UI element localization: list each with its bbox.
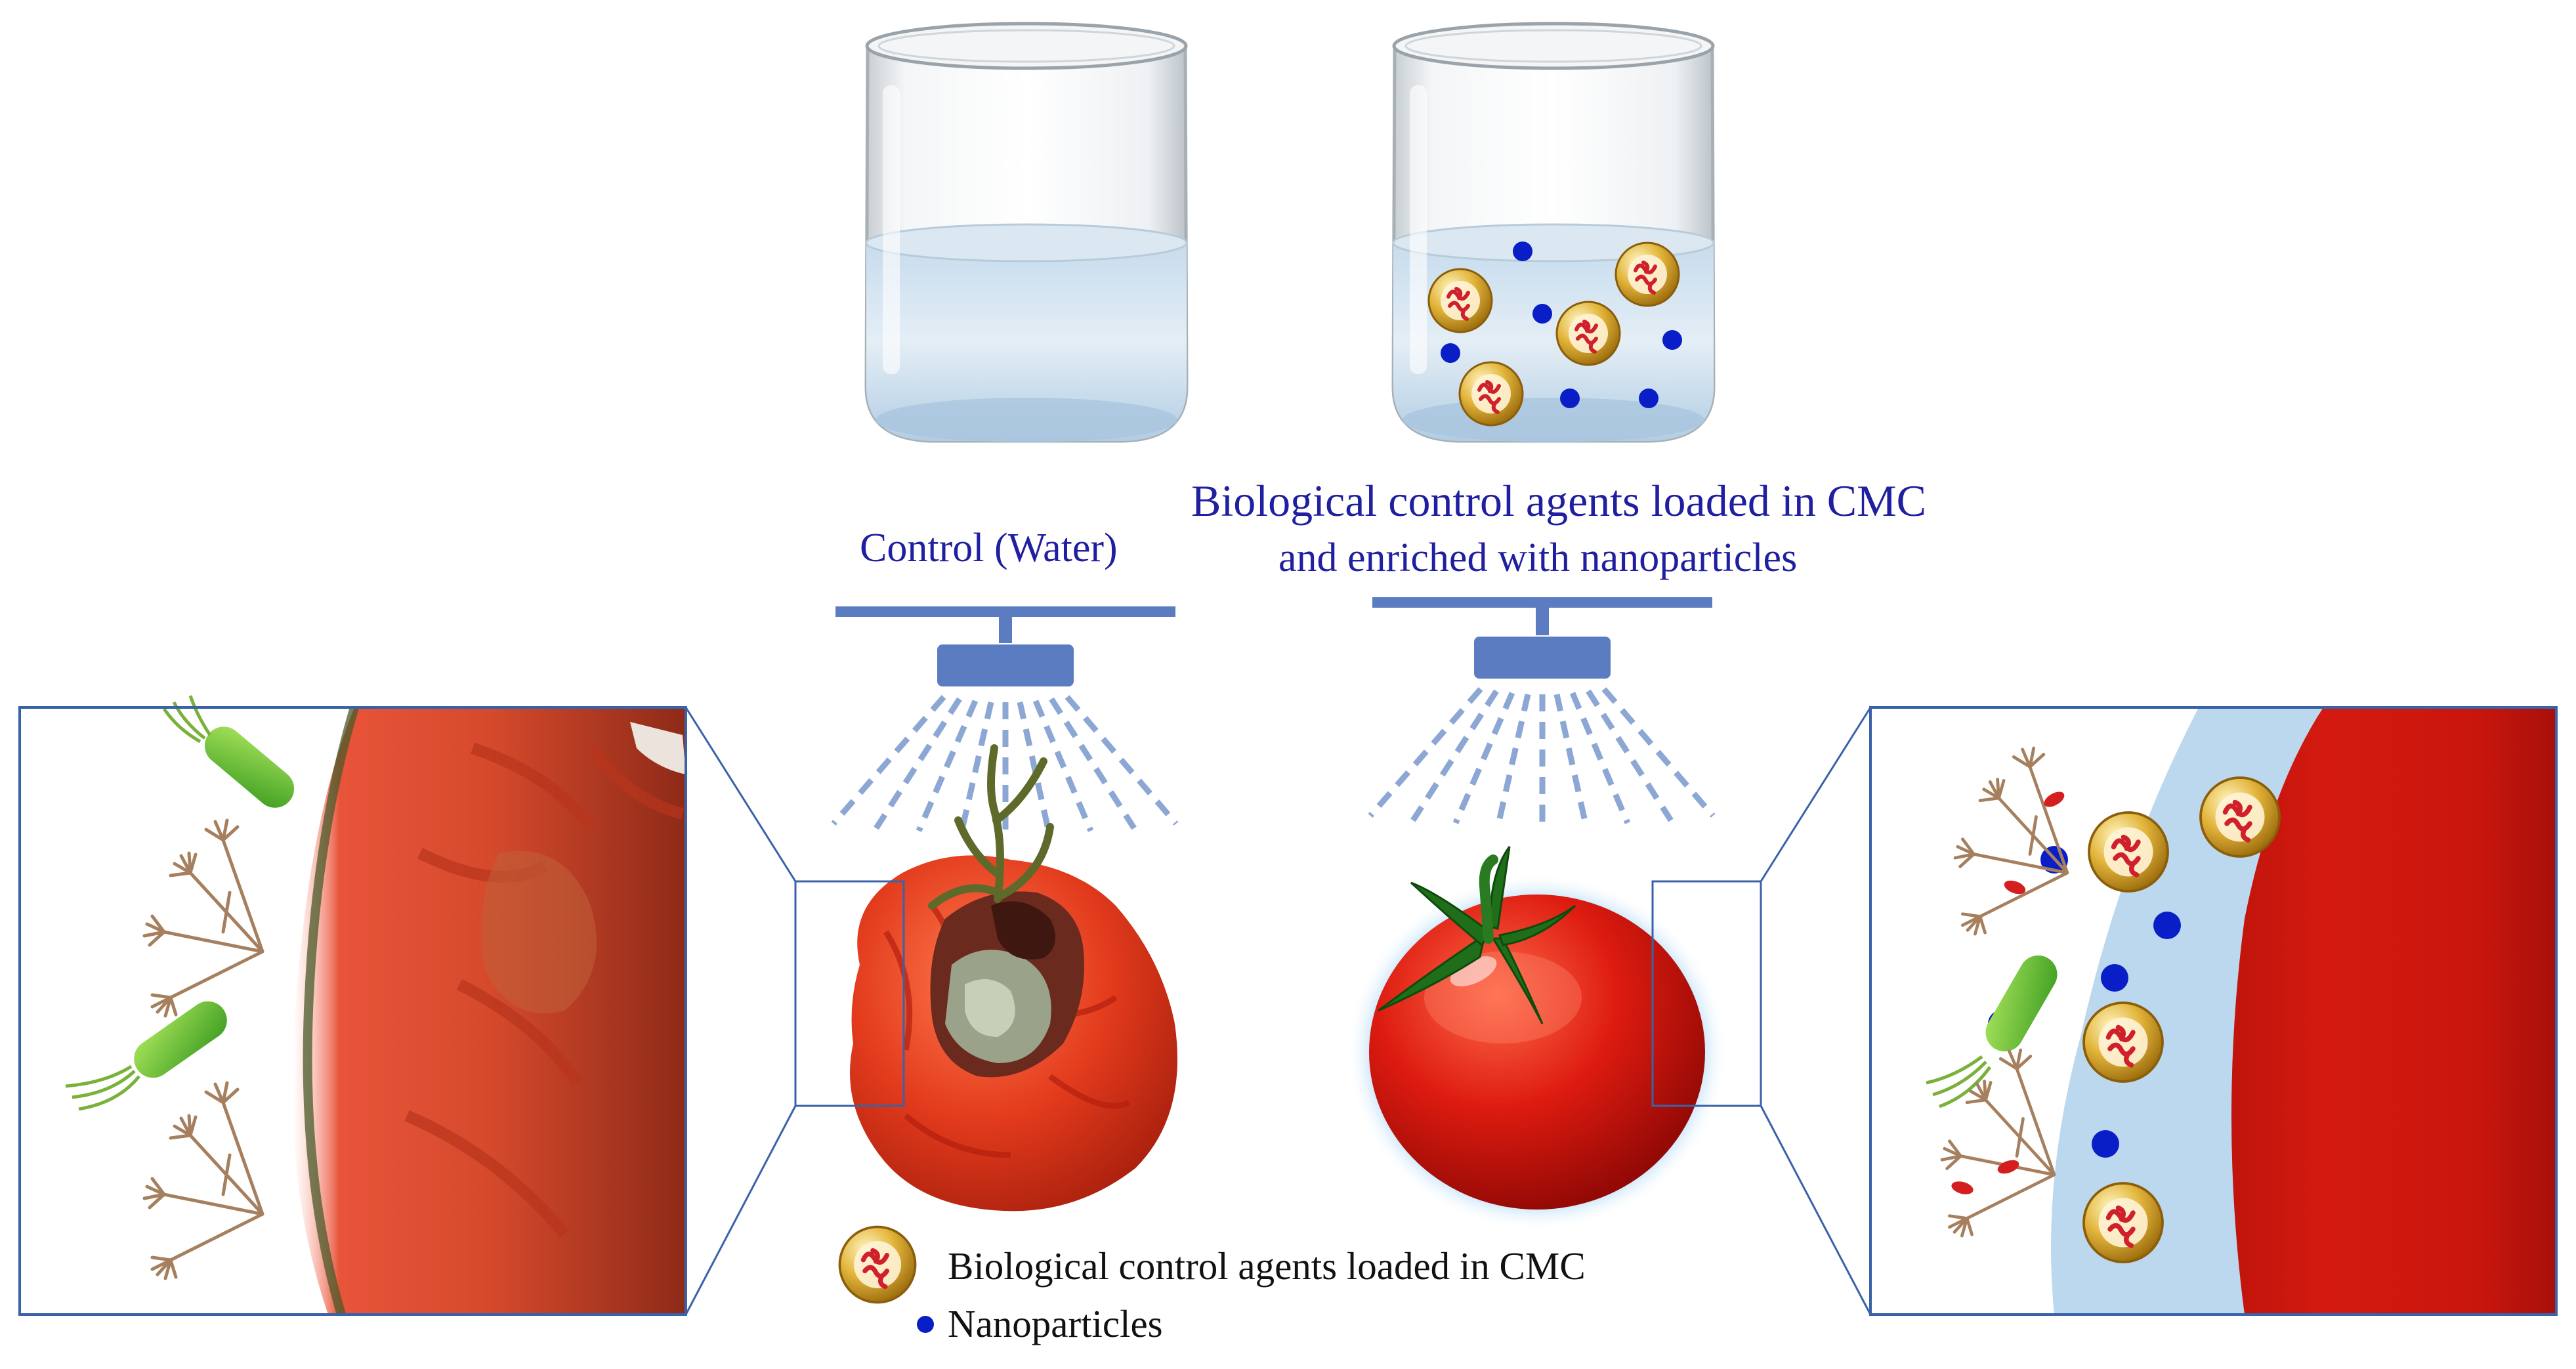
treatment-beaker (1391, 22, 1716, 443)
treatment-label-line2: and enriched with nanoparticles (1278, 536, 1798, 580)
zoom-connectors (685, 707, 1872, 1315)
protected-zoom-panel (1869, 706, 2558, 1316)
beaker-nanoparticles (1441, 242, 1682, 408)
control-beaker (864, 22, 1189, 443)
rotten-tomato (850, 744, 1177, 1211)
legend-capsule-label: Biological control agents loaded in CMC (948, 1244, 1586, 1288)
legend-nanoparticle-label: Nanoparticles (948, 1302, 1163, 1345)
treatment-label-line1: Biological control agents loaded in CMC (1191, 476, 1926, 526)
legend-nanoparticle-icon (917, 1316, 934, 1333)
legend-capsule-icon (839, 1227, 915, 1302)
protected-bacteria (1926, 955, 2058, 1108)
protected-fungi (1942, 748, 2067, 1236)
treatment-sprayer (1368, 597, 1716, 826)
infected-bacteria (65, 695, 295, 1111)
control-sprayer (831, 606, 1179, 833)
control-label: Control (Water) (860, 526, 1118, 570)
infected-zoom-panel (18, 695, 687, 1316)
healthy-tomato (1347, 846, 1727, 1231)
